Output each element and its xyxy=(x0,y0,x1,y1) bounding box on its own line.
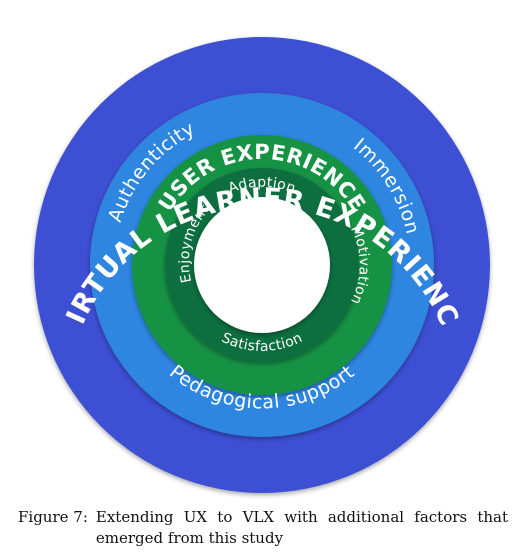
vlx-ring-diagram: VIRTUAL LEARNER EXPERIENCE Authenticity … xyxy=(34,37,490,493)
figure-caption: Figure 7: Extending UX to VLX with addit… xyxy=(18,507,508,549)
center-hole xyxy=(194,197,330,333)
figure-caption-text: Extending UX to VLX with additional fact… xyxy=(95,508,508,547)
figure-caption-label: Figure 7: xyxy=(18,508,88,526)
inner-ring-label-adaption: Adaption xyxy=(226,175,298,197)
